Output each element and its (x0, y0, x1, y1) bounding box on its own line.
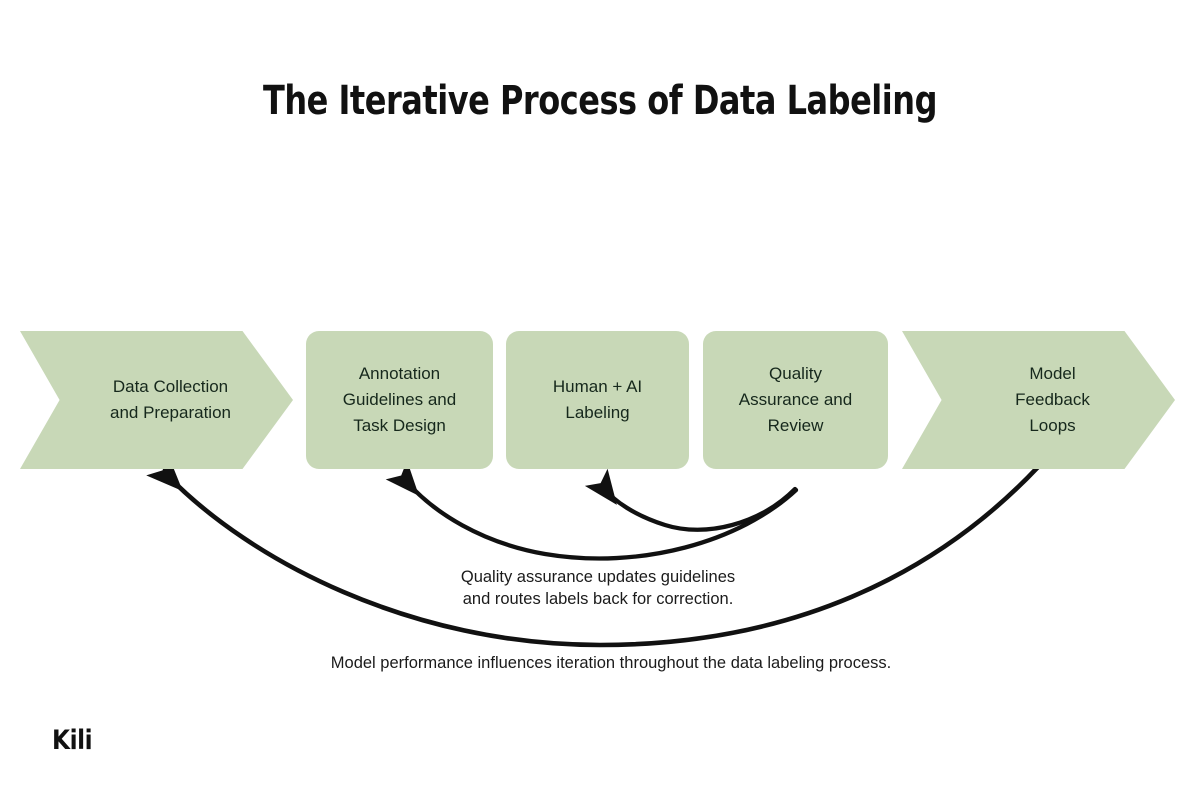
flow-node-label: Quality Assurance and Review (738, 364, 853, 435)
flow-node-annotation-guidelines[interactable]: Annotation Guidelines and Task Design (306, 331, 493, 469)
arrow-qa-to-guidelines (385, 460, 799, 561)
flow-node-model-feedback-loops[interactable]: Model Feedback Loops (902, 331, 1175, 469)
arrow-qa-to-labeling (584, 468, 798, 532)
flow-node-human-ai-labeling[interactable]: Human + AI Labeling (506, 331, 689, 469)
page-title: The Iterative Process of Data Labeling (262, 78, 938, 124)
caption-model-feedback: Model performance influences iteration t… (330, 654, 892, 672)
arrow-model-to-collection (146, 454, 1041, 648)
flow-node-data-collection[interactable]: Data Collection and Preparation (20, 331, 293, 469)
flow-node-label: Data Collection and Preparation (110, 377, 231, 422)
flow-node-label: Human + AI Labeling (552, 377, 643, 422)
flow-node-label: Model Feedback Loops (1015, 364, 1090, 435)
kili-logo: Kili (52, 725, 93, 756)
flow-node-quality-assurance[interactable]: Quality Assurance and Review (703, 331, 888, 469)
flow-node-label: Annotation Guidelines and Task Design (342, 364, 457, 435)
caption-qa-feedback: Quality assurance updates guidelines and… (460, 568, 736, 608)
